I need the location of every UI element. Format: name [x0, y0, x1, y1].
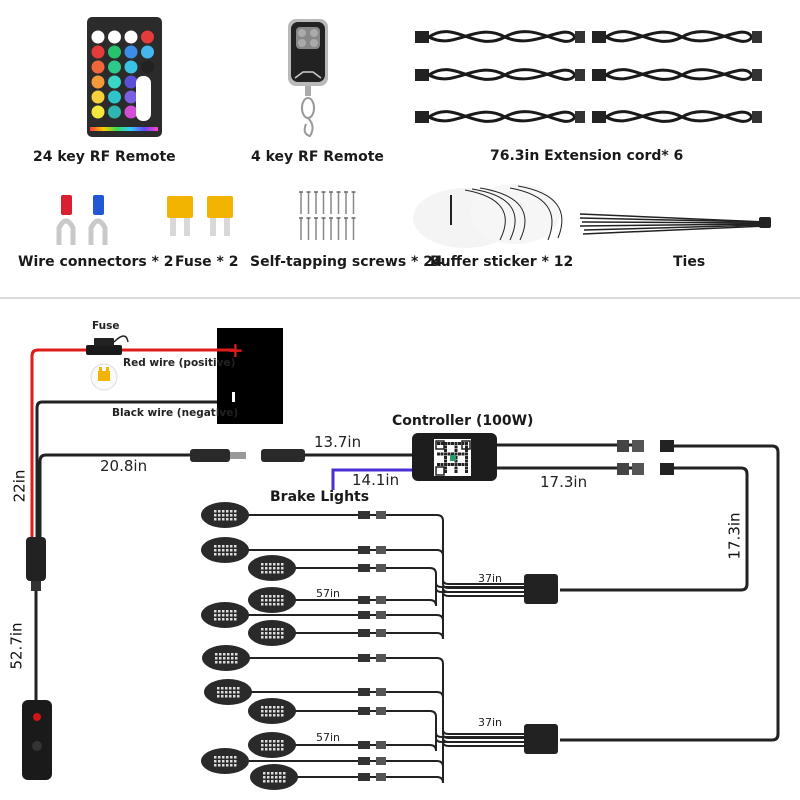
remote-key — [141, 45, 154, 59]
inline-switch — [22, 700, 52, 780]
qr-finder — [435, 466, 445, 476]
rock-light-pod — [248, 582, 528, 613]
qr-finder — [435, 440, 445, 450]
remote-key — [108, 105, 121, 119]
length-hub-bottom: 37in — [478, 716, 503, 729]
remote-key — [124, 60, 138, 74]
buffer-stickers — [413, 184, 563, 248]
controller-label: Controller (100W) — [392, 413, 534, 429]
extension-cord — [415, 68, 585, 81]
battery-minus — [232, 392, 235, 402]
remote-key — [124, 45, 138, 59]
connector-housing — [26, 537, 46, 581]
remote-key — [91, 45, 105, 59]
extension-cord — [592, 68, 762, 81]
length-controller-out-vertical: 17.3in — [725, 512, 744, 560]
remote-key — [91, 75, 105, 89]
remote-key — [91, 60, 105, 74]
rock-light-pod — [248, 591, 528, 646]
switch-button — [32, 741, 42, 751]
fuses — [167, 196, 233, 236]
label-24key-remote: 24 key RF Remote — [33, 149, 176, 165]
rock-light-pod — [248, 732, 528, 758]
label-wire-connectors: Wire connectors * 2 — [18, 254, 174, 270]
remote-key — [141, 30, 154, 44]
label-buffer-sticker: Buffer sticker * 12 — [430, 254, 574, 270]
label-ties: Ties — [673, 254, 706, 270]
remote-key — [91, 105, 105, 119]
length-hub-top: 37in — [478, 572, 503, 585]
remote-key — [91, 90, 105, 104]
length-controller-out: 17.3in — [540, 473, 588, 491]
junction-hub — [524, 724, 558, 754]
remote-key — [108, 75, 121, 89]
label-fuse: Fuse * 2 — [175, 254, 239, 270]
wire-connectors — [56, 195, 108, 245]
rock-light-pod — [250, 741, 528, 790]
length-dc-cable: 20.8in — [100, 457, 148, 475]
remote-key — [141, 60, 154, 74]
cable-ties — [579, 213, 771, 235]
remote-key — [124, 105, 138, 119]
brake-wire — [331, 468, 412, 490]
label-screws: Self-tapping screws * 24 — [250, 254, 443, 270]
extension-cords — [415, 30, 762, 123]
length-red-wire: 22in — [10, 469, 29, 503]
rock-light-pod — [204, 679, 528, 739]
extension-cord — [592, 110, 762, 123]
length-pod-bottom: 57in — [316, 731, 341, 744]
length-controller-input: 13.7in — [314, 433, 362, 451]
dc-plug-male — [190, 449, 230, 462]
screws — [299, 191, 356, 240]
battery — [217, 328, 283, 424]
red-wire — [30, 348, 234, 540]
extension-cord — [415, 110, 585, 123]
length-brake-wire: 14.1in — [352, 471, 400, 489]
dc-cable — [38, 453, 190, 540]
inline-fuse-holder — [86, 345, 122, 355]
black-wire — [35, 400, 217, 540]
battery-plus: + — [227, 338, 244, 362]
rock-light-pod — [201, 502, 528, 585]
extension-cord — [592, 30, 762, 43]
remote-key — [108, 30, 121, 44]
length-switch-cable: 52.7in — [7, 622, 26, 670]
label-extension-cord: 76.3in Extension cord* 6 — [490, 148, 684, 164]
remote-key — [124, 90, 138, 104]
rock-light-pod — [248, 698, 528, 743]
remote-4-key — [288, 19, 328, 138]
rock-light-pod — [201, 587, 528, 628]
remote-key — [108, 45, 121, 59]
power-led — [33, 713, 41, 721]
remote-mode-keys — [136, 76, 151, 121]
extension-cord — [415, 30, 585, 43]
fuse-label: Fuse — [92, 320, 120, 332]
remote-key — [108, 90, 121, 104]
red-wire-label: Red wire (positive) — [123, 357, 236, 369]
brake-lights-label: Brake Lights — [270, 489, 370, 505]
junction-hub — [524, 574, 558, 604]
label-4key-remote: 4 key RF Remote — [251, 149, 384, 165]
rock-light-pod — [248, 555, 528, 593]
length-pod-top: 57in — [316, 587, 341, 600]
remote-key — [108, 60, 121, 74]
remote-key — [124, 75, 138, 89]
remote-key — [91, 30, 105, 44]
remote-24-key — [87, 17, 162, 137]
black-wire-label: Black wire (negative) — [112, 407, 239, 419]
dc-plug-female — [261, 449, 305, 462]
accessories-illustrations — [0, 17, 800, 299]
remote-key — [124, 30, 138, 44]
rock-light-pods — [201, 502, 528, 790]
qr-finder — [461, 440, 471, 450]
